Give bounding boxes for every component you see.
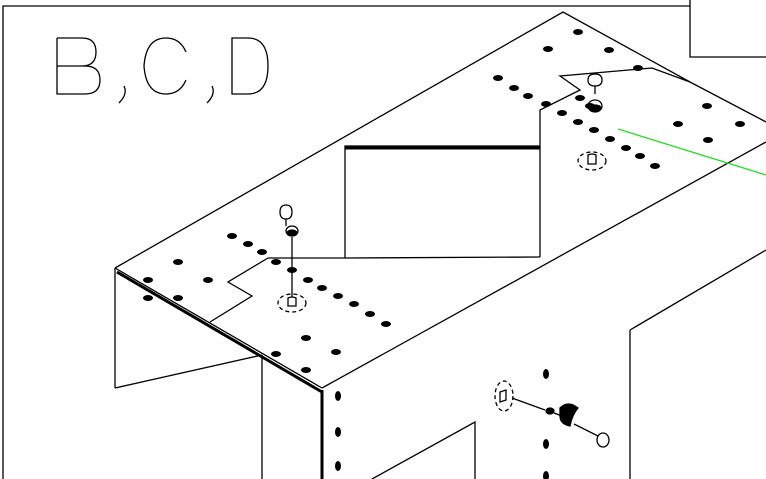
hole xyxy=(573,119,583,125)
hole xyxy=(573,29,583,35)
hole xyxy=(381,321,391,327)
hole xyxy=(333,293,343,299)
hole xyxy=(317,285,327,291)
hole xyxy=(493,75,503,81)
hole xyxy=(543,46,553,52)
hole xyxy=(143,277,153,283)
panel-step-outline xyxy=(209,67,691,323)
cabinet-front-right-edge xyxy=(321,141,766,389)
hole xyxy=(349,301,359,307)
hole xyxy=(523,93,533,99)
leader-line xyxy=(617,128,766,176)
hole xyxy=(303,277,313,283)
hole xyxy=(635,153,645,159)
hole xyxy=(673,121,683,127)
cabinet-top-right-edge xyxy=(689,81,766,123)
side-hole xyxy=(335,427,341,437)
hole xyxy=(331,349,341,355)
cabinet-front-top-edge xyxy=(114,267,323,389)
pin-assembly-side xyxy=(494,380,610,448)
pin-assembly-left xyxy=(277,204,307,313)
side-hole xyxy=(543,369,549,379)
hole xyxy=(509,85,519,91)
hole xyxy=(227,233,237,239)
comma-glyph xyxy=(118,85,126,104)
pin-assembly-right xyxy=(577,73,607,171)
hole xyxy=(243,241,253,247)
comma-glyph xyxy=(206,85,214,104)
hole xyxy=(621,145,631,151)
hole xyxy=(605,136,615,142)
hole xyxy=(557,110,567,116)
side-hole xyxy=(543,471,549,479)
hole xyxy=(365,311,375,317)
side-hole xyxy=(543,439,549,449)
hole xyxy=(271,351,281,357)
top-panel xyxy=(209,67,691,323)
side-hole xyxy=(335,391,341,401)
cabinet-top-left-edge xyxy=(114,11,691,269)
hole xyxy=(650,163,660,169)
hole xyxy=(173,259,183,265)
hole xyxy=(735,121,745,127)
hole xyxy=(173,295,183,301)
side-face-holes xyxy=(335,369,549,479)
hole xyxy=(203,277,213,283)
hole xyxy=(301,335,311,341)
hole xyxy=(143,295,153,301)
side-hole xyxy=(335,461,341,471)
hole xyxy=(541,101,551,107)
variant-label xyxy=(56,37,269,104)
cabinet-body xyxy=(114,11,766,479)
hole xyxy=(702,103,712,109)
letter-b-glyph xyxy=(56,37,101,95)
hole xyxy=(301,367,311,373)
hole xyxy=(604,47,614,53)
hole xyxy=(575,95,585,101)
hole xyxy=(633,65,643,71)
hole xyxy=(589,127,599,133)
hole xyxy=(271,259,281,265)
hole xyxy=(257,249,267,255)
letter-d-glyph xyxy=(231,37,269,95)
letter-c-glyph xyxy=(143,37,187,95)
hole xyxy=(703,137,713,143)
